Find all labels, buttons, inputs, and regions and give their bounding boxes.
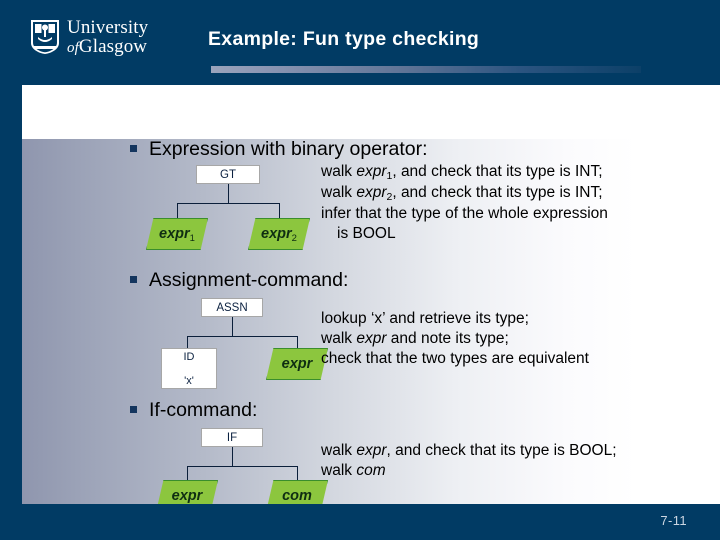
body-line-1-2-pre: walk (321, 184, 357, 201)
tree-node-root-assn: ASSN (201, 298, 263, 317)
title-underline-rule (211, 66, 641, 73)
body-line-1-2-sub: 2 (386, 191, 393, 203)
gradient-panel (22, 139, 720, 504)
tree-node-com-label: com (266, 480, 328, 512)
tree-edge-right-drop (297, 466, 298, 480)
tree-node-id-value: 'x' (184, 374, 194, 387)
bullet-square-icon (130, 276, 137, 283)
tree-edge-right-drop (279, 203, 280, 218)
body-line-1-1: walk expr1, and check that its type is I… (321, 162, 608, 183)
bullet-assignment-command: Assignment-command: (130, 269, 348, 292)
body-line-3-1-em: expr (356, 442, 387, 459)
tree-diagram-assignment: ASSN ID 'x' expr (161, 298, 328, 389)
tree-edge-crossbar (177, 203, 279, 204)
tree-node-root-gt-label: GT (220, 168, 236, 181)
tree-node-com-text: com (282, 488, 312, 504)
tree-edge-root-stem (232, 317, 233, 336)
tree-node-expr-label: expr (156, 480, 218, 512)
body-line-2-2-pre: walk (321, 330, 357, 347)
tree-edge-root-stem (232, 447, 233, 466)
bullet-square-icon (130, 406, 137, 413)
bullet-if-command: If-command: (130, 399, 257, 422)
body-line-1-1-pre: walk (321, 163, 357, 180)
body-line-3-1: walk expr, and check that its type is BO… (321, 441, 617, 461)
body-line-3-1-post: , and check that its type is BOOL; (386, 442, 617, 459)
tree-node-id-label: ID (183, 350, 195, 363)
tree-node-expr-label: expr (266, 348, 328, 380)
tree-edge-crossbar (187, 336, 297, 337)
tree-edge-root-stem (228, 184, 229, 203)
slide-title: Example: Fun type checking (208, 28, 480, 50)
body-line-2-2: walk expr and note its type; (321, 329, 589, 349)
body-line-2-1: lookup ‘x’ and retrieve its type; (321, 310, 529, 327)
tree-edge-right-drop (297, 336, 298, 348)
body-line-2-2-post: and note its type; (386, 330, 509, 347)
tree-edge-left-drop (177, 203, 178, 218)
body-line-1-1-sub: 1 (386, 170, 393, 182)
tree-node-id: ID 'x' (161, 348, 217, 389)
body-line-1-1-post: , and check that its type is INT; (392, 163, 603, 180)
tree-node-expr1-subscript: 1 (189, 232, 195, 244)
tree-node-root-gt: GT (196, 165, 260, 184)
tree-node-expr2-text: expr (261, 226, 292, 242)
tree-node-root-if-label: IF (226, 431, 238, 444)
body-line-2-3: check that the two types are equivalent (321, 350, 589, 367)
body-line-1-3: infer that the type of the whole express… (321, 205, 608, 222)
bullet-label-2: Assignment-command: (149, 269, 349, 291)
body-line-3-2: walk com (321, 461, 617, 481)
tree-node-expr1-text: expr (159, 226, 190, 242)
body-line-1-2-post: , and check that its type is INT; (392, 184, 603, 201)
tree-node-root-if: IF (201, 428, 263, 447)
bullet-square-icon (130, 145, 137, 152)
body-text-if: walk expr, and check that its type is BO… (321, 441, 617, 481)
body-text-assignment: lookup ‘x’ and retrieve its type; walk e… (321, 309, 589, 369)
logo-glasgow-word: Glasgow (78, 36, 148, 57)
body-text-expression: walk expr1, and check that its type is I… (321, 162, 608, 244)
logo-line-1: University (67, 17, 149, 38)
body-line-1-4: is BOOL (337, 225, 396, 242)
university-logo-text: University ofGlasgow (67, 18, 148, 56)
tree-node-root-assn-label: ASSN (216, 301, 248, 314)
tree-node-expr-text: expr (171, 488, 203, 504)
page-number: 7-11 (660, 513, 687, 528)
body-line-1-2-em: expr (356, 184, 387, 201)
slide-footer (0, 504, 720, 540)
body-line-2-2-em: expr (356, 330, 387, 347)
tree-node-expr-text: expr (281, 356, 313, 372)
logo-of-word: of (67, 40, 79, 56)
logo-line-2: ofGlasgow (67, 37, 148, 56)
tree-edge-left-drop (187, 336, 188, 348)
tree-node-expr2-subscript: 2 (291, 232, 297, 244)
body-line-1-1-em: expr (356, 163, 387, 180)
tree-edge-left-drop (187, 466, 188, 480)
bullet-label-1: Expression with binary operator: (149, 138, 428, 160)
body-line-3-1-pre: walk (321, 442, 357, 459)
body-line-3-2-pre: walk (321, 462, 357, 479)
university-crest-icon (30, 19, 60, 55)
bullet-label-3: If-command: (149, 399, 258, 421)
bullet-expression-binary-operator: Expression with binary operator: (130, 138, 428, 161)
tree-edge-crossbar (187, 466, 297, 467)
body-line-1-2: walk expr2, and check that its type is I… (321, 183, 608, 204)
university-logo: University ofGlasgow (30, 14, 178, 60)
body-line-3-2-em: com (356, 462, 386, 479)
